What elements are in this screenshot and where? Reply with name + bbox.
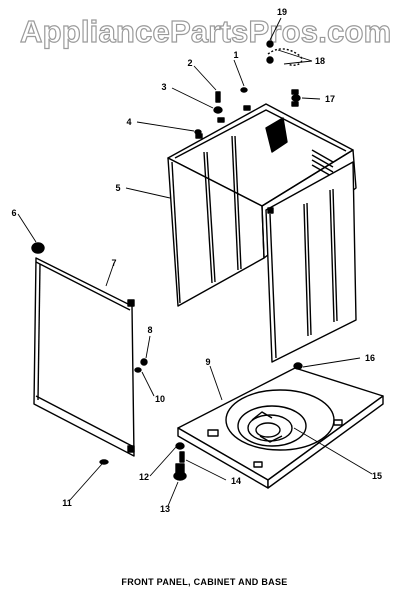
fasteners: [31, 40, 303, 481]
callout-16: 16: [365, 353, 375, 363]
callout-4: 4: [126, 117, 131, 127]
callout-1: 1: [233, 50, 238, 60]
base: [177, 367, 384, 489]
front-panel: [33, 257, 135, 457]
callout-14: 14: [231, 476, 241, 486]
callout-labels: 1 2 3 4 5 6 7 8 9 10 11 12 13 14 15 16 1…: [11, 7, 382, 514]
callout-13: 13: [160, 504, 170, 514]
callout-15: 15: [372, 471, 382, 481]
cabinet: [167, 101, 357, 307]
callout-11: 11: [62, 498, 72, 508]
callout-12: 12: [139, 472, 149, 482]
callout-9: 9: [205, 357, 210, 367]
leader-lines: [17, 17, 373, 507]
watermark-logo: AppliancePartsPros.com: [19, 13, 392, 49]
callout-3: 3: [161, 82, 166, 92]
callout-10: 10: [155, 394, 165, 404]
callout-17: 17: [325, 94, 335, 104]
diagram-caption: FRONT PANEL, CABINET AND BASE: [121, 577, 288, 587]
callout-2: 2: [187, 58, 192, 68]
callout-19: 19: [277, 7, 287, 17]
callout-7: 7: [111, 258, 116, 268]
callout-18: 18: [315, 56, 325, 66]
side-panel: [265, 161, 357, 363]
callout-5: 5: [115, 183, 120, 193]
callout-8: 8: [147, 325, 152, 335]
callout-6: 6: [11, 208, 16, 218]
